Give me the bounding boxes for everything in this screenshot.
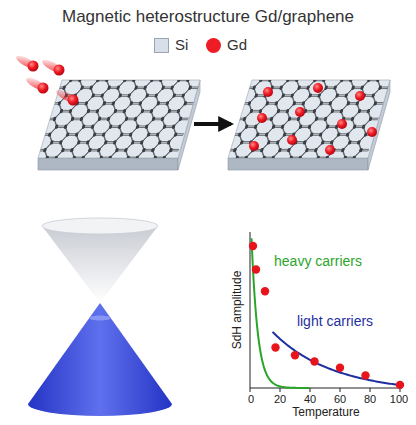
tick-label: 40 (304, 393, 316, 405)
series-label: heavy carriers (274, 254, 362, 269)
data-point (291, 351, 299, 359)
si-substrate (228, 80, 390, 170)
data-point (261, 287, 269, 295)
legend-swatch (154, 38, 169, 53)
legend-swatch (206, 38, 221, 53)
axis-title: SdH amplitude (231, 271, 244, 350)
gd-atoms-falling (14, 53, 78, 105)
tick-label: 0 (248, 393, 254, 405)
data-point (336, 364, 344, 372)
data-point (396, 381, 404, 389)
series-label: light carriers (297, 314, 373, 329)
legend-label: Gd (227, 37, 247, 54)
chart-axes (250, 232, 402, 392)
data-point (271, 343, 279, 351)
graphene-lattice (194, 56, 416, 190)
data-point (252, 265, 260, 273)
title: Magnetic heterostructure Gd/graphene (62, 8, 354, 27)
tick-label: 80 (364, 393, 376, 405)
process-arrow (194, 122, 231, 126)
data-point (361, 371, 369, 379)
dirac-cone (28, 218, 172, 416)
axis-title: Temperature (292, 406, 359, 419)
gd-atoms-adsorbed (249, 83, 377, 155)
legend-label: Si (175, 37, 188, 54)
data-point (310, 357, 318, 365)
tick-label: 60 (334, 393, 346, 405)
tick-label: 100 (390, 393, 408, 405)
data-point (249, 242, 257, 250)
si-substrate (38, 80, 200, 170)
tick-label: 20 (274, 393, 286, 405)
light-fit-curve (273, 332, 401, 385)
